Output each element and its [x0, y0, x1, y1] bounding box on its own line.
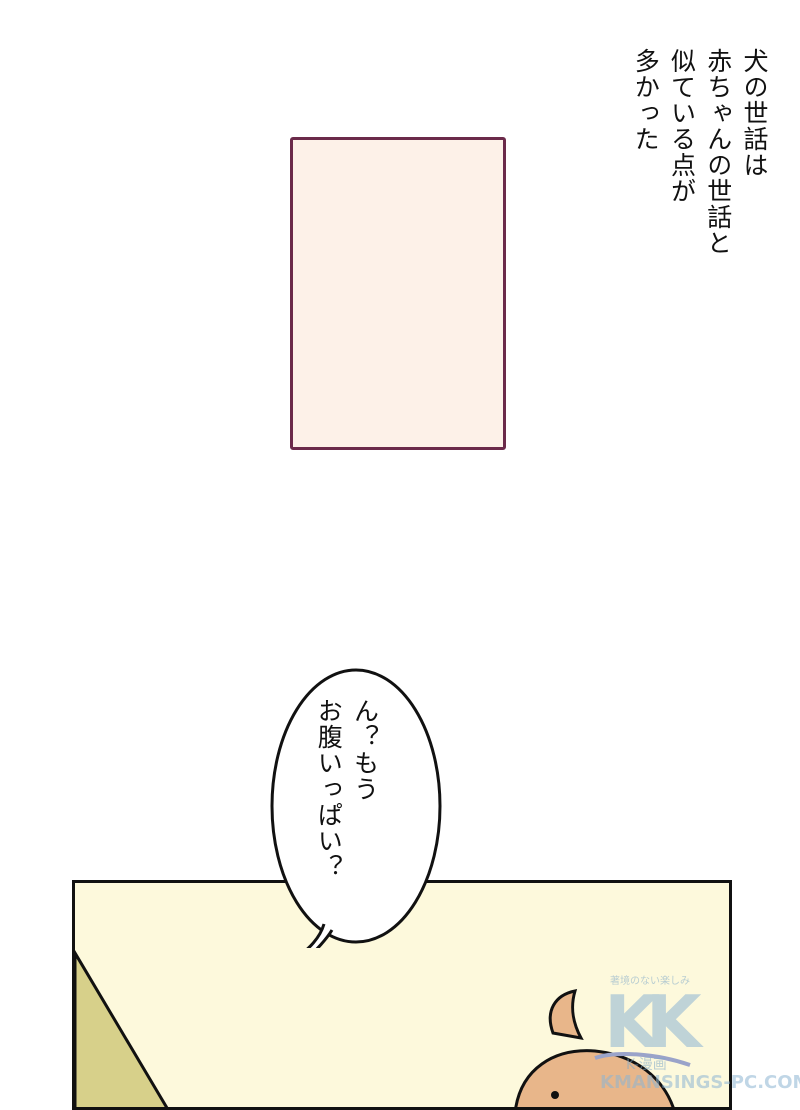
narration-caption-box: [290, 137, 506, 450]
blanket-edge: [594, 1051, 691, 1067]
watermark-logo: KK: [604, 980, 702, 1064]
panel-floor-shape: [75, 950, 169, 1107]
watermark-tagline: 著境のない楽しみ: [610, 976, 690, 987]
watermark-sub: K-漫画: [626, 1057, 667, 1073]
dog-illustration: [514, 989, 691, 1107]
narration-caption-text: 犬の世話は 赤ちゃんの世話と 似ている点が 多かった: [627, 48, 772, 256]
caption-line: 赤ちゃんの世話と: [703, 48, 733, 256]
caption-line: 犬の世話は: [740, 48, 769, 178]
watermark-url: KMANSINGS-PC.COM: [600, 1072, 800, 1093]
bubble-line: お腹いっぱい？: [314, 698, 344, 880]
dog-ear: [548, 989, 584, 1041]
dog-eye: [551, 1091, 559, 1099]
caption-line: 似ている点が: [667, 48, 697, 204]
panel-illustration: [75, 950, 691, 1107]
caption-line: 多かった: [631, 48, 661, 152]
site-watermark: 著境のない楽しみ KK K-漫画 KMANSINGS-PC.COM: [600, 972, 800, 1100]
speech-bubble-text: ん？もう お腹いっぱい？: [310, 698, 383, 880]
speech-bubble: [270, 668, 442, 948]
bubble-line: ん？もう: [350, 698, 380, 802]
